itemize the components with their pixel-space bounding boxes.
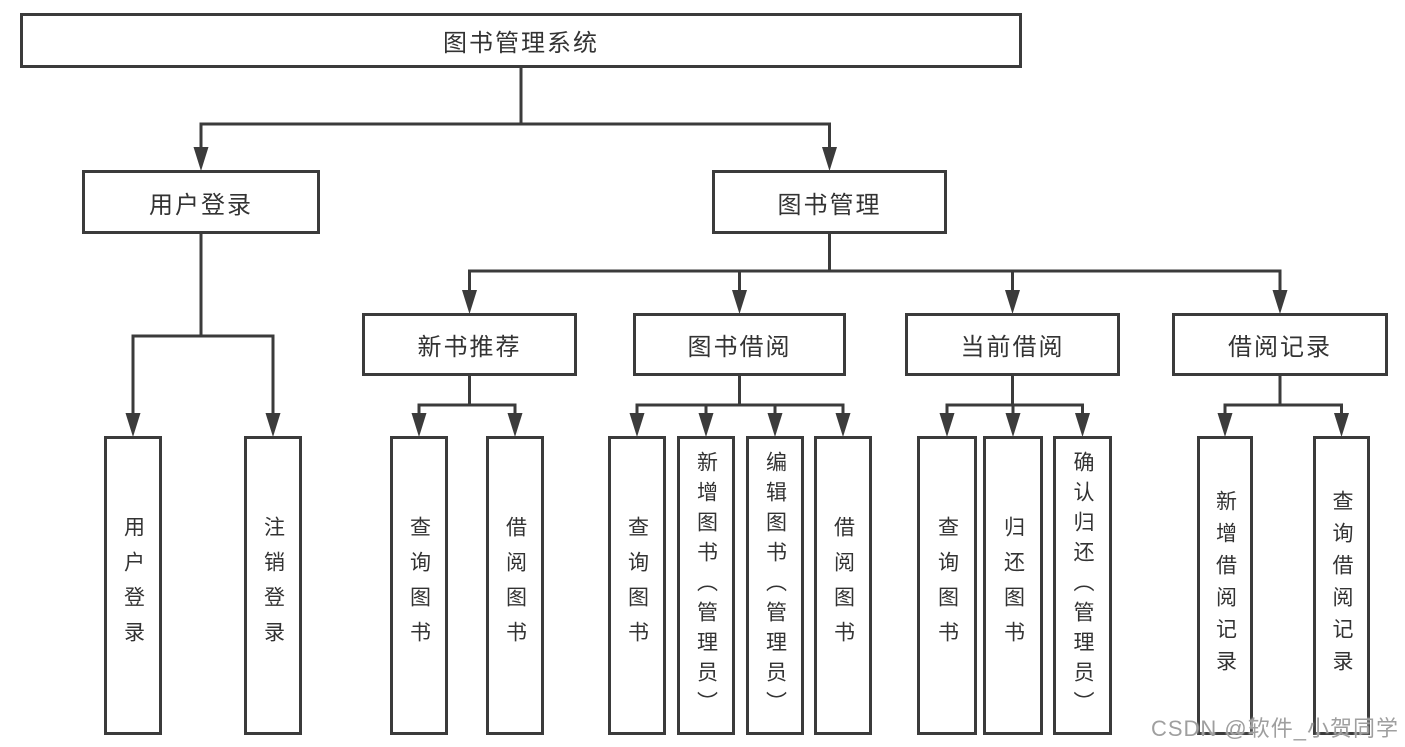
- node-label: 归还图书: [1001, 515, 1025, 656]
- node-library-management-system: 图书管理系统: [20, 13, 1022, 68]
- leaf-query-books-current: 查询图书: [917, 436, 977, 735]
- node-label: 借阅记录: [1228, 334, 1332, 361]
- leaf-borrow-books-recommend: 借阅图书: [486, 436, 544, 735]
- node-label: 图书管理: [777, 191, 882, 219]
- node-label: 查询图书: [935, 515, 959, 656]
- node-label: 用户登录: [121, 515, 145, 656]
- node-label: 注销登录: [261, 515, 285, 656]
- node-book-management: 图书管理: [712, 170, 947, 234]
- node-new-book-recommendation: 新书推荐: [362, 313, 577, 376]
- node-label: 借阅图书: [831, 515, 855, 656]
- leaf-borrow-books: 借阅图书: [814, 436, 872, 735]
- leaf-edit-books-admin: 编辑图书（管理员）: [746, 436, 804, 735]
- node-label: 查询图书: [625, 515, 649, 656]
- node-label: 查询借阅记录: [1330, 489, 1353, 682]
- node-label: 新增图书（管理员）: [694, 450, 718, 721]
- node-current-borrowing: 当前借阅: [905, 313, 1120, 376]
- node-label: 新增借阅记录: [1213, 489, 1237, 682]
- leaf-add-borrow-record: 新增借阅记录: [1197, 436, 1253, 735]
- node-user-login: 用户登录: [82, 170, 320, 234]
- node-label: 确认归还（管理员）: [1071, 450, 1094, 721]
- leaf-return-books: 归还图书: [983, 436, 1043, 735]
- node-borrowing-records: 借阅记录: [1172, 313, 1388, 376]
- leaf-confirm-return-admin: 确认归还（管理员）: [1053, 436, 1112, 735]
- node-book-borrowing: 图书借阅: [633, 313, 846, 376]
- node-label: 图书管理系统: [443, 30, 599, 57]
- node-label: 查询图书: [407, 515, 431, 656]
- leaf-query-books-borrowing: 查询图书: [608, 436, 666, 735]
- leaf-user-login: 用户登录: [104, 436, 162, 735]
- leaf-add-books-admin: 新增图书（管理员）: [677, 436, 735, 735]
- leaf-logout: 注销登录: [244, 436, 302, 735]
- node-label: 当前借阅: [960, 334, 1065, 361]
- node-label: 编辑图书（管理员）: [763, 450, 787, 721]
- leaf-query-borrow-record: 查询借阅记录: [1313, 436, 1370, 735]
- leaf-query-books-recommend: 查询图书: [390, 436, 448, 735]
- node-label: 新书推荐: [417, 334, 522, 361]
- node-label: 借阅图书: [503, 515, 527, 656]
- watermark: CSDN @软件_小贺同学: [1150, 716, 1399, 741]
- node-label: 图书借阅: [687, 334, 792, 361]
- node-label: 用户登录: [149, 191, 253, 219]
